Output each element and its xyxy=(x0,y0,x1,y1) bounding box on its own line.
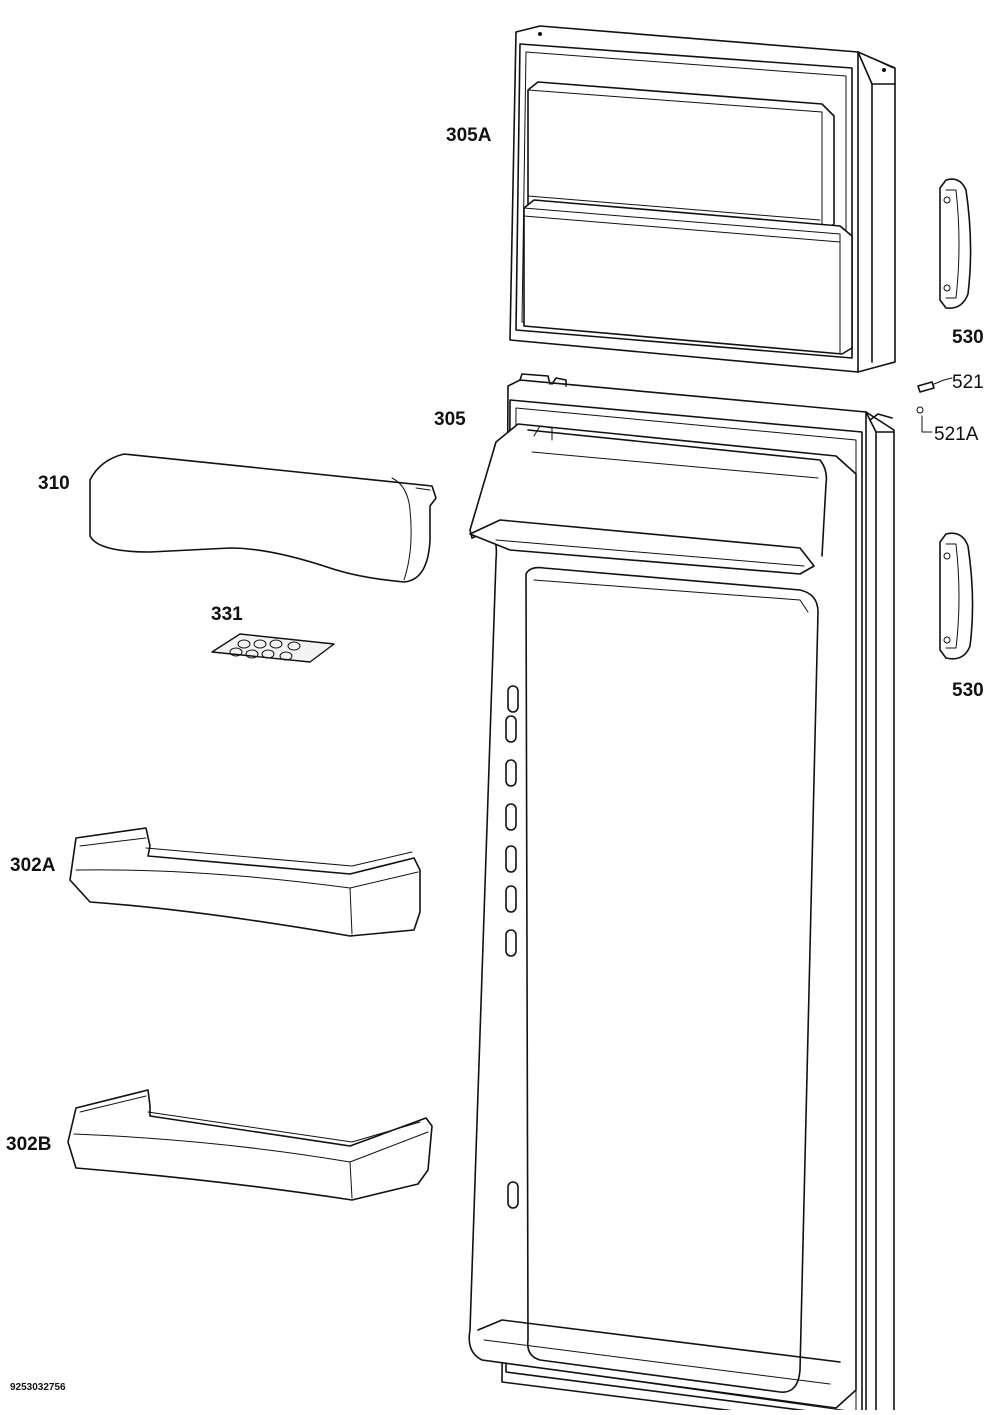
main-door-305 xyxy=(468,373,895,1415)
shelf-302A xyxy=(69,827,421,937)
butter-lid-310 xyxy=(89,453,437,583)
label-310: 310 xyxy=(38,473,70,494)
screw-521 xyxy=(917,377,953,393)
egg-tray-331 xyxy=(211,633,335,663)
label-521: 521 xyxy=(952,372,984,393)
upper-door-305A xyxy=(509,25,896,373)
label-305: 305 xyxy=(434,409,466,430)
label-530-upper: 530 xyxy=(952,327,984,348)
label-302B: 302B xyxy=(6,1134,51,1155)
label-305A: 305A xyxy=(446,125,492,146)
document-id: 9253032756 xyxy=(10,1382,66,1393)
shelf-slots xyxy=(505,685,519,1209)
label-331: 331 xyxy=(211,604,243,625)
label-530-lower: 530 xyxy=(952,680,984,701)
washer-521A xyxy=(916,406,933,433)
shelf-302B xyxy=(67,1089,433,1201)
label-521A: 521A xyxy=(934,424,979,445)
label-302A: 302A xyxy=(10,855,56,876)
handle-upper-530 xyxy=(939,178,972,310)
handle-lower-530 xyxy=(939,532,974,660)
